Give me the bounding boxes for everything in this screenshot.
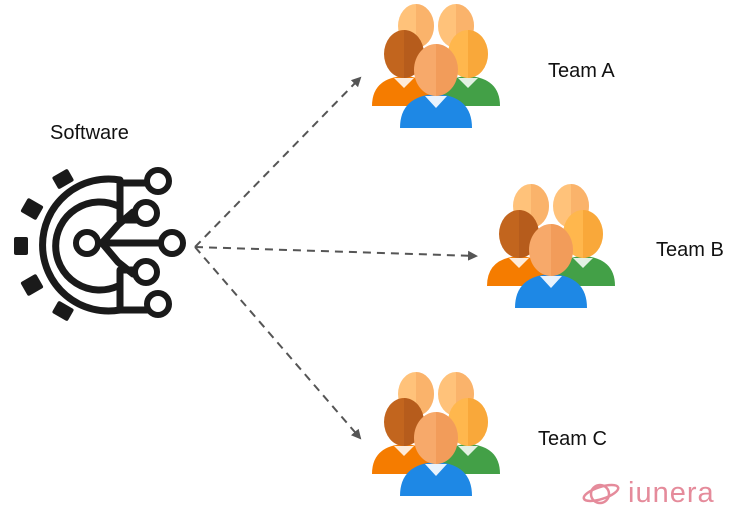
arrow-to-team-c [194,246,362,440]
team-b-people-icon [487,184,615,308]
team-a-label: Team A [548,60,615,82]
team-c-label: Team C [538,428,607,450]
arrow-to-team-a [194,76,362,248]
team-a-people-icon [372,4,500,128]
planet-ring-icon [582,483,620,505]
circuit-nodes [73,167,186,318]
team-c-people-icon [372,372,500,496]
arrow-to-team-b [194,246,478,261]
logo-text: iunera [628,477,715,509]
team-b-label: Team B [656,239,724,261]
gear-circuit-icon [14,169,169,321]
iunera-logo: iunera [582,478,715,508]
software-label: Software [50,122,129,144]
